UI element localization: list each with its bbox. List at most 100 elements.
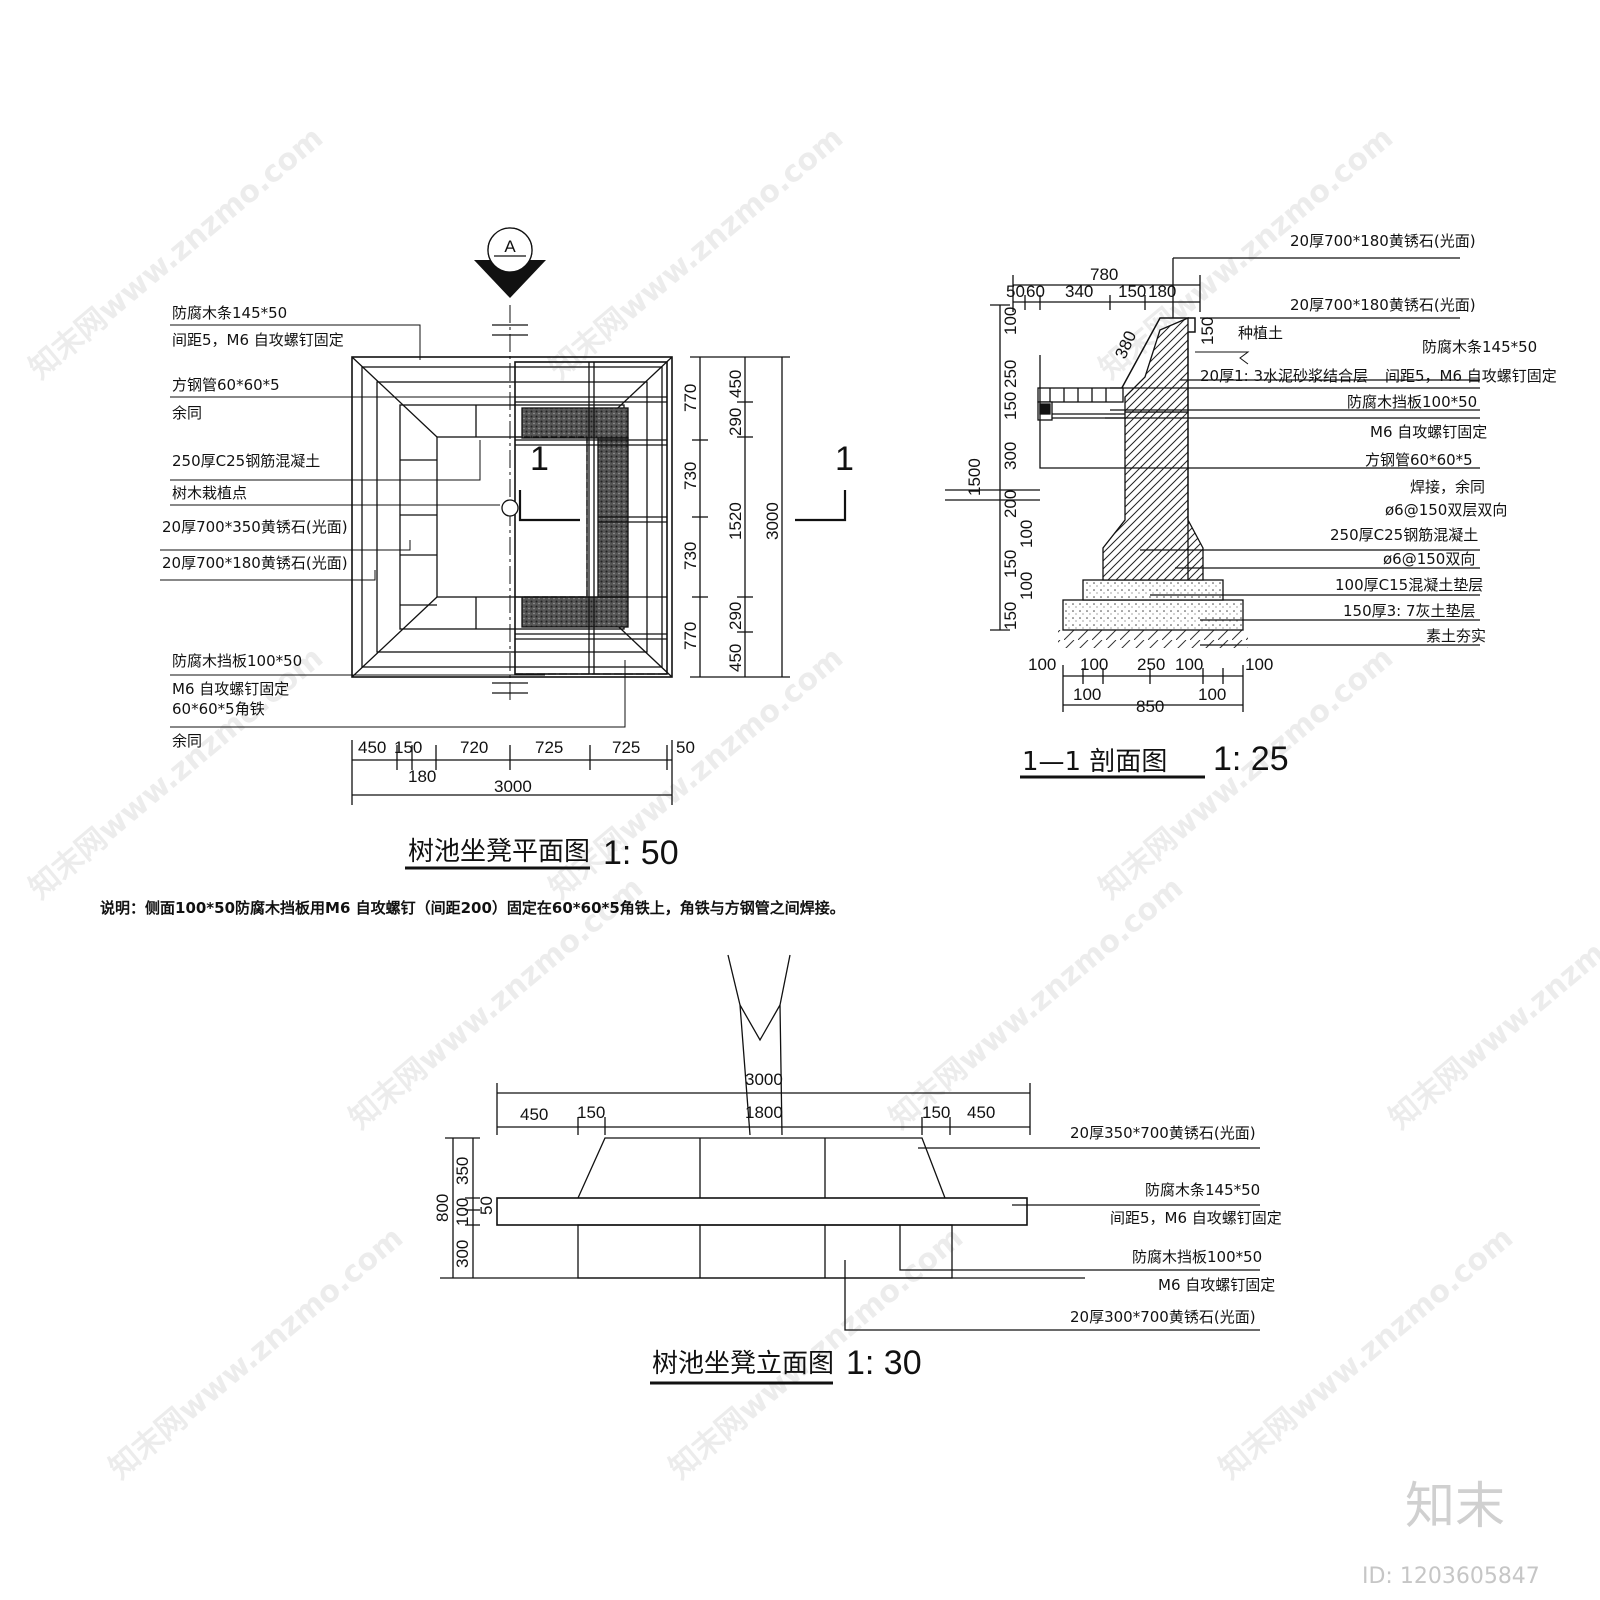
- watermark-text: 知末网www.znzmo.com: [883, 870, 1190, 1136]
- plan-view: A: [160, 227, 854, 870]
- plan-label-9: M6 自攻螺钉固定: [172, 680, 289, 698]
- plan-scale: 1: 50: [603, 834, 679, 872]
- plan-label-2: 方钢管60*60*5: [172, 376, 280, 394]
- section-label-14: 150厚3: 7灰土垫层: [1343, 602, 1476, 620]
- plan-dim-bottom-0: 450: [358, 738, 386, 757]
- plan-label-10: 60*60*5角铁: [172, 700, 265, 718]
- section-label-0: 20厚700*180黄锈石(光面): [1290, 232, 1476, 250]
- section-title: 1—1 剖面图: [1022, 747, 1167, 777]
- section-label-3: 防腐木条145*50: [1422, 338, 1537, 356]
- plan-label-4: 250厚C25钢筋混凝土: [172, 452, 320, 470]
- elev-dim-top-3: 150: [922, 1103, 950, 1122]
- section-label-9: 焊接，余同: [1410, 478, 1485, 496]
- elev-dim-top-2: 1800: [745, 1103, 783, 1122]
- brand-logo: 知末: [1405, 1477, 1505, 1535]
- elev-label-1: 防腐木条145*50: [1145, 1181, 1260, 1199]
- plan-dim-right2-3: 290: [726, 602, 745, 630]
- elev-label-4: M6 自攻螺钉固定: [1158, 1276, 1275, 1294]
- plan-labels: 防腐木条145*50 间距5，M6 自攻螺钉固定 方钢管60*60*5 余同 2…: [162, 304, 782, 872]
- plan-label-3: 余同: [172, 404, 202, 422]
- section-label-2: 种植土: [1238, 324, 1283, 342]
- plan-label-5: 树木栽植点: [172, 484, 247, 502]
- section-dim-bottom2-2: 100: [1198, 685, 1226, 704]
- section-dim-bottom-3: 100: [1175, 655, 1203, 674]
- section-dim-bottom-2: 250: [1137, 655, 1165, 674]
- section-label-12: ø6@150双向: [1383, 550, 1475, 568]
- section-label-1: 20厚700*180黄锈石(光面): [1290, 296, 1476, 314]
- plan-dim-right2-1: 290: [726, 408, 745, 436]
- elevation-labels: 3000 450 150 1800 150 450 800 350 50 100…: [433, 1070, 1282, 1382]
- plan-dim-right2-0: 450: [726, 370, 745, 398]
- elev-dim-left-1: 350: [453, 1157, 472, 1185]
- section-dim-bottom-0: 100: [1028, 655, 1056, 674]
- section-dim-top-5: 180: [1148, 282, 1176, 301]
- watermark-text: 知末网www.znzmo.com: [1093, 120, 1400, 386]
- plan-dim-right-0: 770: [681, 384, 700, 412]
- plan-cut-label-left: 1: [530, 440, 549, 478]
- elev-scale: 1: 30: [846, 1344, 922, 1382]
- elev-dim-left-3: 100: [453, 1198, 472, 1226]
- elev-dim-left-0: 800: [433, 1194, 452, 1222]
- section-dim-top-2: 60: [1026, 282, 1045, 301]
- watermark-text: 知末网www.znzmo.com: [103, 1220, 410, 1486]
- section-view: [945, 257, 1480, 779]
- elev-label-5: 20厚300*700黄锈石(光面): [1070, 1308, 1256, 1326]
- elev-label-2: 间距5，M6 自攻螺钉固定: [1110, 1209, 1282, 1227]
- plan-dim-bottom-3: 725: [535, 738, 563, 757]
- plan-label-6: 20厚700*350黄锈石(光面): [162, 518, 348, 536]
- plan-dim-bottom-1: 150: [394, 738, 422, 757]
- plan-label-7: 20厚700*180黄锈石(光面): [162, 554, 348, 572]
- section-label-13: 100厚C15混凝土垫层: [1335, 576, 1483, 594]
- section-dim-left-2: 150: [1001, 392, 1020, 420]
- watermark-text: 知末网www.znzmo.com: [543, 120, 850, 386]
- plan-dim-right-2: 730: [681, 542, 700, 570]
- section-symbol-a: A: [474, 227, 546, 700]
- section-label-6: 防腐木挡板100*50: [1347, 393, 1477, 411]
- section-label-4: 20厚1: 3水泥砂浆结合层: [1200, 367, 1368, 385]
- section-label-10: ø6@150双层双向: [1385, 501, 1507, 519]
- elev-dim-total: 3000: [745, 1070, 783, 1089]
- plan-dim-180: 180: [408, 767, 436, 786]
- section-dim-150-top: 150: [1198, 317, 1217, 345]
- brand-id: ID: 1203605847: [1362, 1564, 1540, 1589]
- elev-label-0: 20厚350*700黄锈石(光面): [1070, 1124, 1256, 1142]
- section-dim-left-3: 300: [1001, 442, 1020, 470]
- section-dim-bottom-1: 100: [1080, 655, 1108, 674]
- section-dim-1500: 1500: [965, 458, 984, 496]
- plan-dim-right2-2: 1520: [726, 502, 745, 540]
- section-dim-top-0: 780: [1090, 265, 1118, 284]
- elev-dim-top-4: 450: [967, 1103, 995, 1122]
- section-dim-bottom2-1: 850: [1136, 697, 1164, 716]
- section-dim-left-4: 200: [1001, 490, 1020, 518]
- plan-dim-right-total: 3000: [763, 502, 782, 540]
- plan-dim-total: 3000: [494, 777, 532, 796]
- section-labels: 780 50 60 340 150 180 380 150 100 250 15…: [965, 232, 1557, 778]
- plan-label-1: 间距5，M6 自攻螺钉固定: [172, 331, 344, 349]
- elev-label-3: 防腐木挡板100*50: [1132, 1248, 1262, 1266]
- section-dim-left-8: 150: [1001, 602, 1020, 630]
- plan-dim-right2-4: 450: [726, 644, 745, 672]
- section-dim-top-1: 50: [1006, 282, 1025, 301]
- elev-dim-top-0: 450: [520, 1105, 548, 1124]
- section-dim-bottom-4: 100: [1245, 655, 1273, 674]
- section-dim-left-6: 150: [1001, 550, 1020, 578]
- section-dim-left-1: 250: [1001, 360, 1020, 388]
- watermark-text: 知末网www.znzmo.com: [1383, 870, 1600, 1136]
- section-scale: 1: 25: [1213, 740, 1289, 778]
- section-dim-left-7: 100: [1017, 572, 1036, 600]
- section-dim-bottom2-0: 100: [1073, 685, 1101, 704]
- general-note: 说明：侧面100*50防腐木挡板用M6 自攻螺钉（间距200）固定在60*60*…: [100, 899, 845, 917]
- section-label-8: 方钢管60*60*5: [1365, 451, 1473, 469]
- plan-dim-bottom-2: 720: [460, 738, 488, 757]
- section-label-7: M6 自攻螺钉固定: [1370, 423, 1487, 441]
- section-label-15: 素土夯实: [1426, 627, 1486, 645]
- plan-label-8: 防腐木挡板100*50: [172, 652, 302, 670]
- elev-dim-left-2: 50: [477, 1196, 496, 1215]
- section-dim-top-3: 340: [1065, 282, 1093, 301]
- plan-dim-right-3: 770: [681, 622, 700, 650]
- plan-cut-label-right: 1: [835, 440, 854, 478]
- section-dim-left-5: 100: [1017, 520, 1036, 548]
- section-mark-text: A: [504, 237, 516, 256]
- elev-dim-left-4: 300: [453, 1240, 472, 1268]
